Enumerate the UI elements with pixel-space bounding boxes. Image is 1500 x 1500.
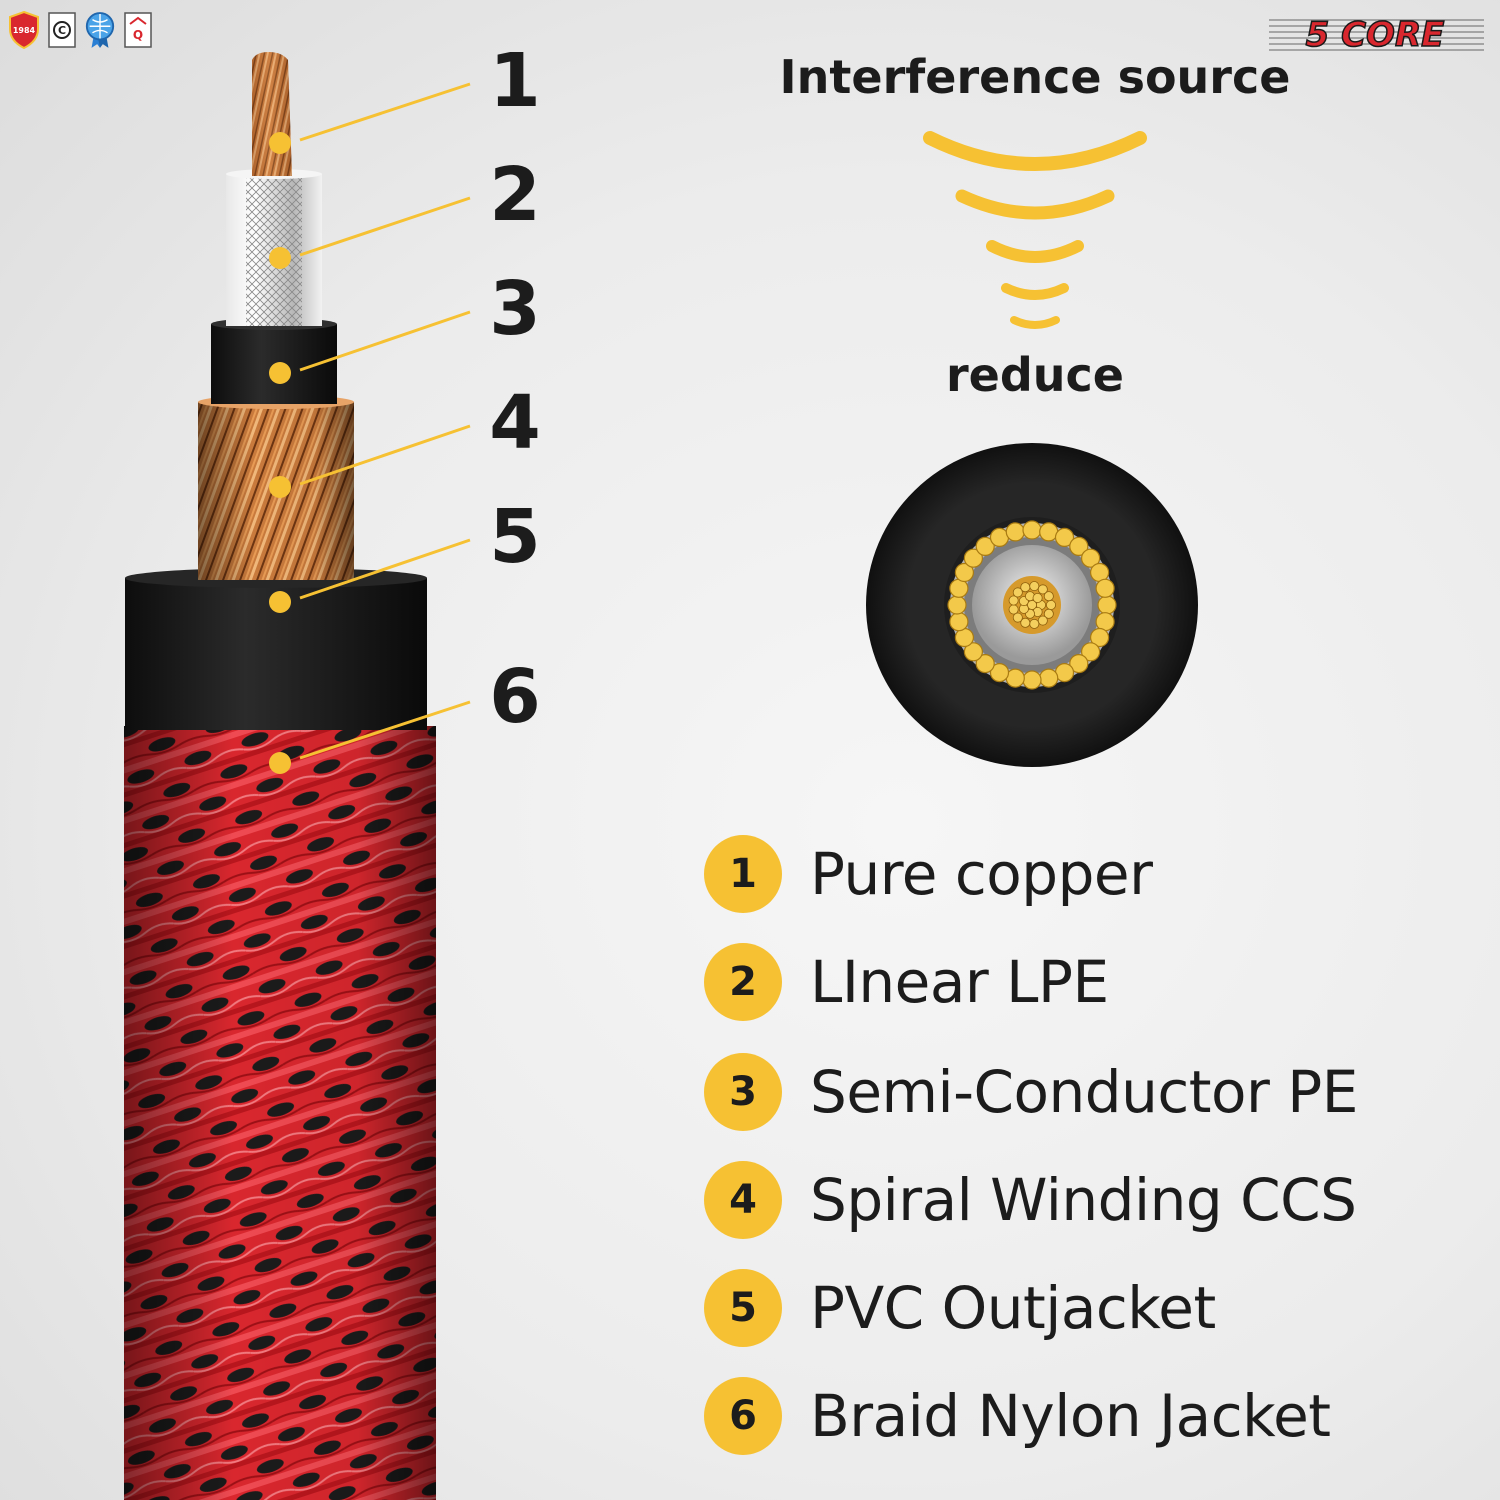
cert-4-text: Q (133, 28, 143, 42)
callout-dot-1 (269, 132, 291, 154)
interference-wave-icon (923, 131, 1147, 329)
legend-label-6: Braid Nylon Jacket (810, 1382, 1331, 1450)
ccs-strand-dot (949, 612, 969, 632)
legend-item-2: 2 LInear LPE (704, 942, 1109, 1022)
copper-core-strand (1008, 595, 1019, 606)
legend-label-3: Semi-Conductor PE (810, 1058, 1358, 1126)
braid-nylon-jacket-layer (124, 726, 436, 1500)
ccs-strand-dot (975, 536, 995, 557)
callout-dot-6 (269, 752, 291, 774)
ccs-strand-dot (1039, 668, 1059, 688)
ccs-strand-dot (1090, 627, 1110, 648)
ccs-strand-dot (975, 654, 995, 674)
callout-dots (269, 132, 291, 774)
legend-badge-1: 1 (704, 835, 782, 913)
legend-item-5: 5 PVC Outjacket (704, 1268, 1216, 1348)
copper-core-strand (1020, 617, 1031, 628)
cross-section-ccs-strands (947, 520, 1117, 690)
ccs-strand-dot (1069, 654, 1089, 674)
cross-section-copper-core (1003, 576, 1061, 634)
ccs-strand-dot (963, 548, 984, 568)
callout-number-3: 3 (489, 266, 541, 352)
callout-dot-3 (269, 362, 291, 384)
legend-label-2: LInear LPE (810, 948, 1109, 1016)
ccs-strand-dot (1054, 527, 1075, 548)
pure-copper-core-layer (252, 52, 292, 176)
brand-logo-text: 5 CORE (1306, 15, 1445, 54)
copper-core-strand (1037, 615, 1048, 626)
ccs-strand-dot (947, 595, 967, 615)
cert-2-text: C (58, 24, 66, 37)
wave-arc-1 (923, 131, 1147, 171)
ccs-strand-dot (1081, 642, 1101, 662)
legend-item-6: 6 Braid Nylon Jacket (704, 1376, 1331, 1456)
ccs-strand-dot (1005, 522, 1025, 542)
legend-label-4: Spiral Winding CCS (810, 1166, 1357, 1234)
copper-core-strand (1037, 584, 1048, 595)
copper-core-strand (1029, 618, 1040, 629)
callout-number-2: 2 (489, 152, 541, 238)
callout-number-6: 6 (489, 654, 541, 740)
legend-badge-3: 3 (704, 1053, 782, 1131)
wave-arc-3 (986, 240, 1084, 263)
copper-core-strand (1043, 608, 1054, 619)
legend-label-5: PVC Outjacket (810, 1274, 1216, 1342)
ccs-strand-dot (1022, 670, 1042, 690)
cable-cross-section (866, 443, 1198, 767)
legend-label-1: Pure copper (810, 840, 1153, 908)
cert-1-text: 1984 (13, 26, 36, 35)
legend-badge-2: 2 (704, 943, 782, 1021)
callout-leader-lines (299, 82, 471, 760)
certification-row: 1984 C Q (8, 10, 154, 50)
ccs-strand-dot (989, 663, 1010, 683)
legend-badge-6: 6 (704, 1377, 782, 1455)
spiral-winding-ccs-layer (198, 395, 354, 580)
copper-core-strand (1045, 599, 1056, 610)
cable-cutaway-illustration (124, 52, 471, 1500)
callout-dot-4 (269, 476, 291, 498)
ccs-strand-dot (1097, 595, 1117, 615)
wave-arc-2 (955, 189, 1115, 220)
shield-badge-icon: 1984 (8, 10, 40, 50)
ccs-strand-dot (1095, 578, 1115, 598)
ccs-strand-dot (954, 562, 975, 583)
copper-core-strand (1032, 592, 1043, 603)
callout-number-4: 4 (489, 380, 541, 466)
legend-item-4: 4 Spiral Winding CCS (704, 1160, 1357, 1240)
callout-number-1: 1 (489, 38, 541, 124)
globe-award-icon (84, 10, 116, 50)
semi-conductor-pe-layer (211, 318, 337, 404)
copper-core-strand (1020, 582, 1031, 593)
linear-lpe-layer (226, 169, 322, 326)
copper-core-strand (1012, 587, 1023, 598)
legend-item-1: 1 Pure copper (704, 834, 1153, 914)
legend-badge-5: 5 (704, 1269, 782, 1347)
legend-badge-4: 4 (704, 1161, 782, 1239)
copper-core-strand (1029, 581, 1040, 592)
interference-source-title: Interference source (779, 50, 1291, 104)
quality-mark-icon: Q (122, 10, 154, 50)
callout-number-5: 5 (489, 494, 541, 580)
callout-dot-5 (269, 591, 291, 613)
wave-arc-4 (1001, 283, 1069, 300)
ccs-strand-dot (1081, 548, 1101, 568)
certificate-icon: C (46, 10, 78, 50)
ccs-strand-dot (1069, 536, 1089, 557)
copper-core-strand (1012, 612, 1023, 623)
reduce-label: reduce (945, 348, 1125, 402)
legend-item-3: 3 Semi-Conductor PE (704, 1052, 1358, 1132)
callout-dot-2 (269, 247, 291, 269)
ccs-strand-dot (1022, 520, 1042, 540)
copper-core-strand (1043, 591, 1054, 602)
copper-core-strand (1008, 604, 1019, 615)
ccs-strand-dot (963, 642, 984, 662)
brand-logo: 5 CORE (1269, 14, 1484, 56)
wave-arc-5 (1010, 316, 1060, 329)
